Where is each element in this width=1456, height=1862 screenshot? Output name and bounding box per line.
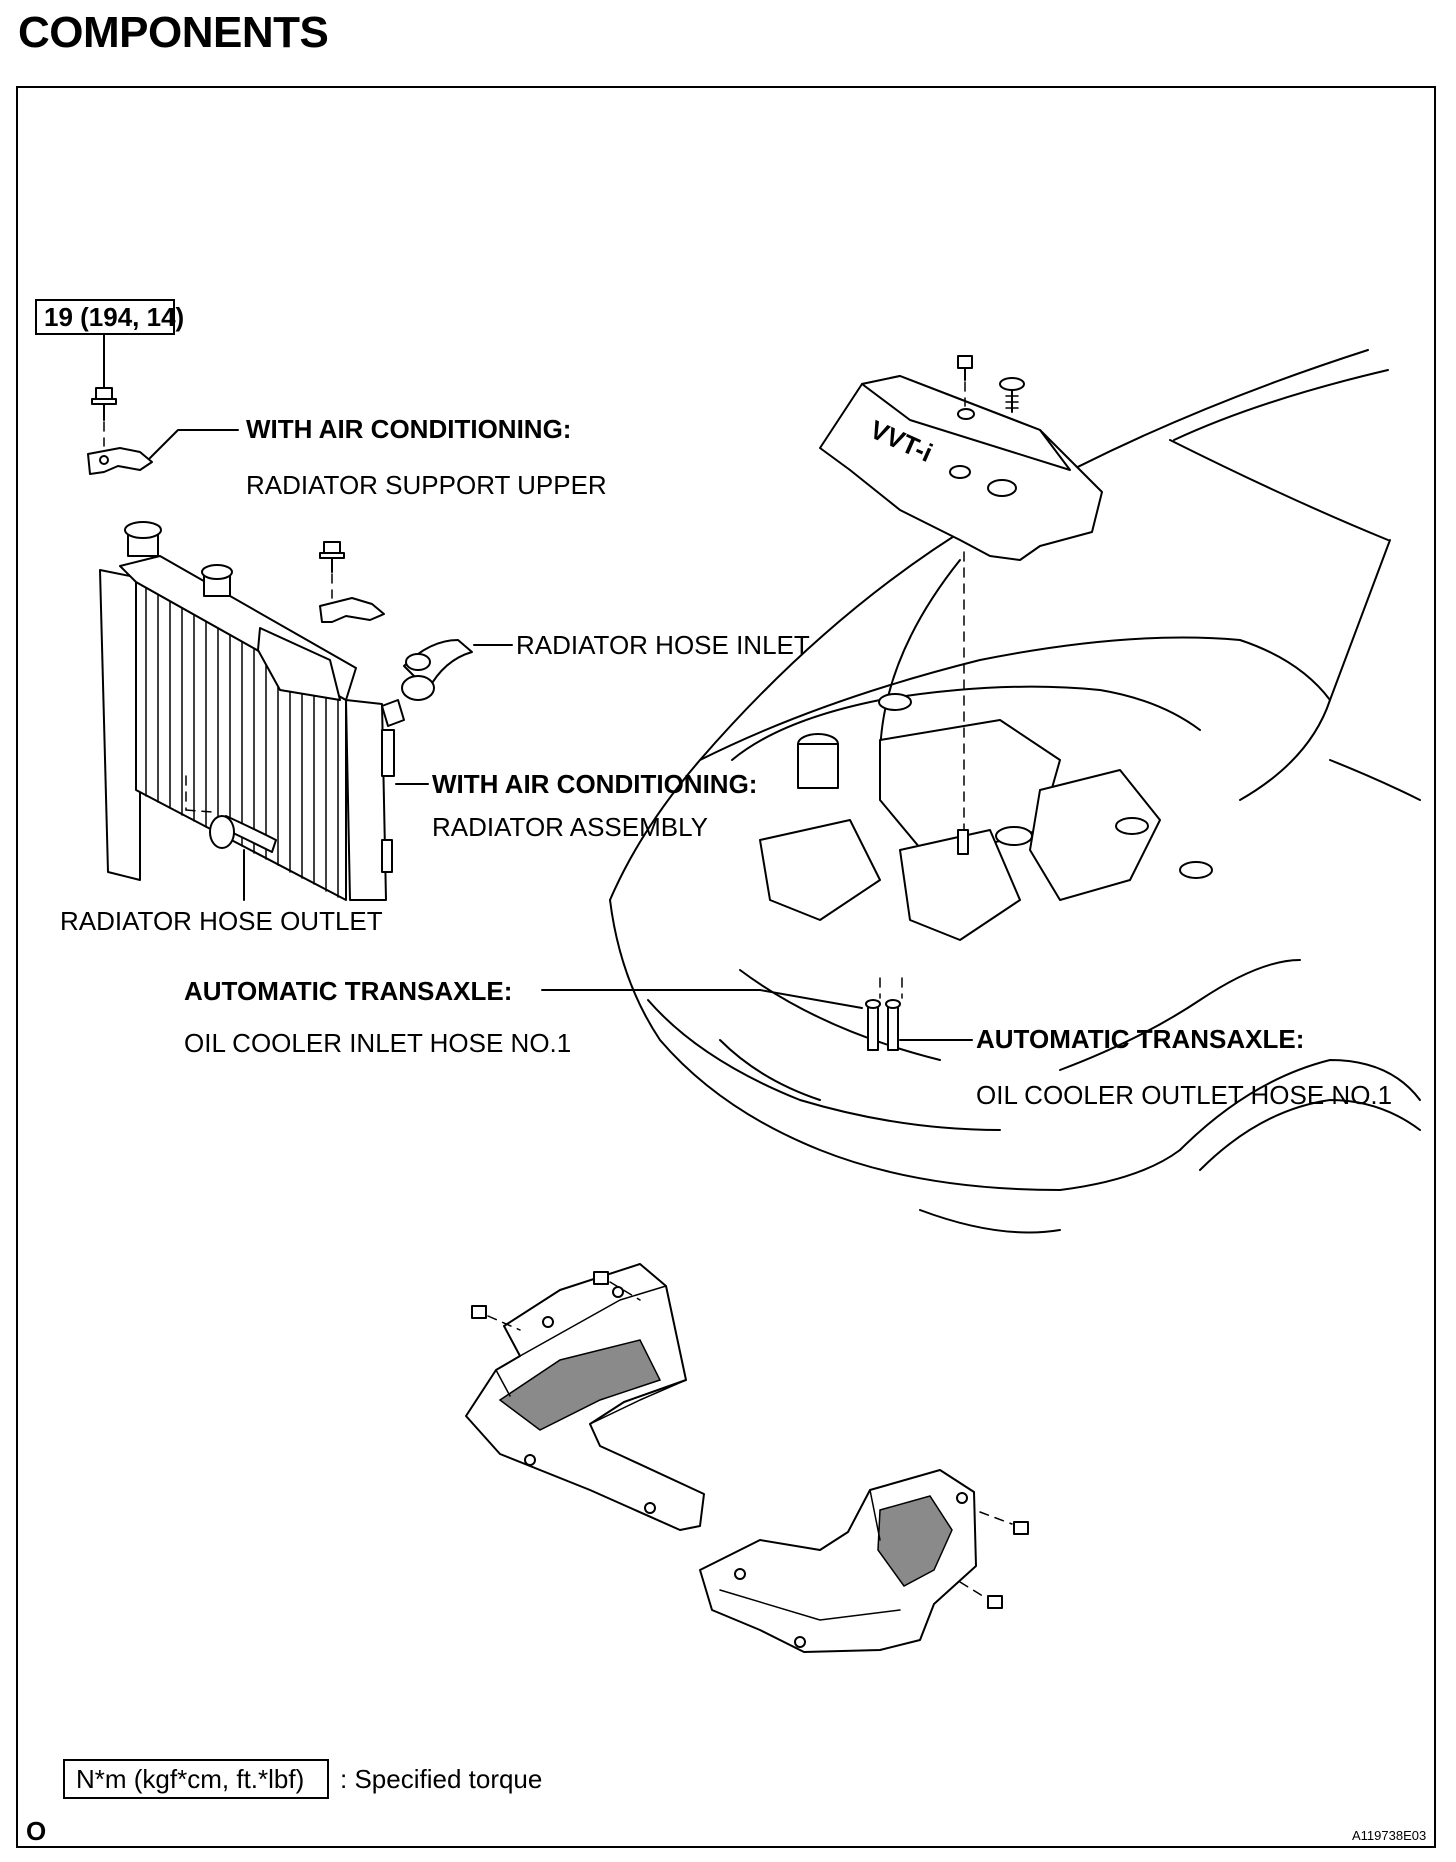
torque-spec-box: 19 (194, 14) — [35, 299, 184, 335]
torque-spec-value: 19 (194, 14) — [44, 302, 184, 332]
legend-unit-box: N*m (kgf*cm, ft.*lbf) — [76, 1764, 304, 1794]
ac-radiator-title: WITH AIR CONDITIONING: — [432, 769, 757, 799]
radiator-hose-inlet-icon — [401, 639, 473, 701]
at-outlet-name: OIL COOLER OUTLET HOSE NO.1 — [976, 1080, 1392, 1110]
ac-support-title: WITH AIR CONDITIONING: — [246, 414, 571, 444]
diagram-frame — [16, 86, 1436, 1848]
radiator-assembly-illustration — [99, 521, 405, 901]
engine-under-cover-lh-illustration — [465, 1263, 705, 1531]
torque-legend: N*m (kgf*cm, ft.*lbf) : Specified torque — [63, 1759, 542, 1799]
cover-bolt-icon — [957, 355, 973, 407]
leader-line — [541, 989, 863, 1009]
upper-bracket-icon — [319, 541, 385, 623]
legend-description: : Specified torque — [340, 1764, 542, 1794]
cover-clip-icon — [999, 377, 1025, 413]
oil-cooler-hoses-icon — [865, 977, 903, 1051]
radiator-support-bracket-icon — [87, 447, 153, 475]
ac-support-name: RADIATOR SUPPORT UPPER — [246, 470, 607, 500]
at-outlet-title: AUTOMATIC TRANSAXLE: — [976, 1024, 1304, 1054]
vehicle-front-illustration — [609, 349, 1421, 1234]
radiator-hose-outlet-label: RADIATOR HOSE OUTLET — [60, 906, 383, 936]
radiator-hose-outlet-icon — [185, 775, 277, 901]
figure-ref-code: A119738E03 — [1352, 1828, 1426, 1843]
at-inlet-title: AUTOMATIC TRANSAXLE: — [184, 976, 512, 1006]
ac-radiator-name: RADIATOR ASSEMBLY — [432, 812, 708, 842]
engine-cover-illustration: VVT-i — [819, 375, 1103, 561]
leader-line — [149, 429, 239, 459]
page-title: COMPONENTS — [18, 8, 329, 57]
bolt-icon — [91, 333, 117, 447]
lh-cover-bolt-icons — [471, 1271, 641, 1331]
page-mark: O — [26, 1816, 46, 1846]
radiator-hose-inlet-label: RADIATOR HOSE INLET — [516, 630, 810, 660]
rh-cover-bolt-icons — [959, 1511, 1029, 1609]
at-inlet-name: OIL COOLER INLET HOSE NO.1 — [184, 1028, 571, 1058]
cover-stud-icon — [957, 829, 969, 855]
engine-under-cover-rh-illustration — [699, 1469, 977, 1653]
